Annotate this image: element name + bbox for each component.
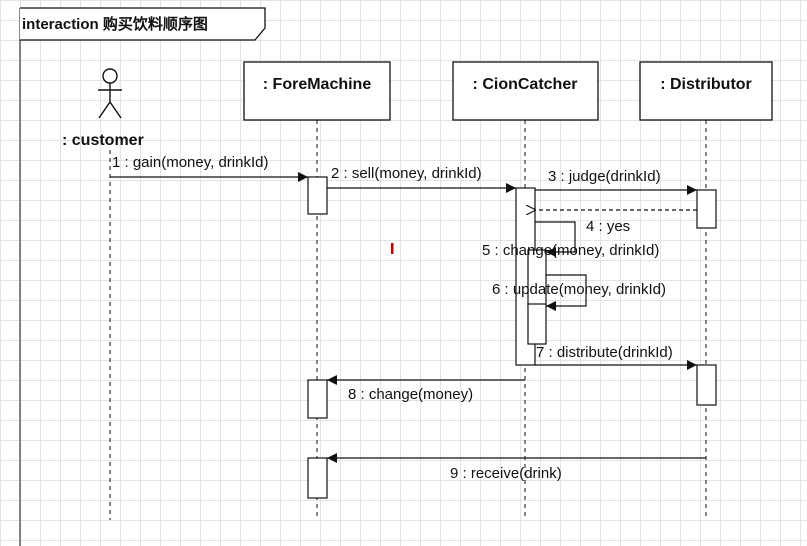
message-2[interactable]: 2 : sell(money, drinkId): [327, 165, 516, 193]
message-4[interactable]: 4 : yes: [536, 210, 697, 235]
lifeline-cioncatcher-label: : CionCatcher: [473, 76, 578, 93]
message-5[interactable]: 5 : change(money, drinkId): [482, 221, 659, 259]
activation-foremachine-3: [307, 457, 328, 499]
message-2-label: 2 : sell(money, drinkId): [331, 165, 482, 182]
activation-distributor-2: [696, 364, 717, 406]
interaction-frame: interaction 购买饮料顺序图: [19, 7, 266, 546]
message-6-label: 6 : update(money, drinkId): [492, 281, 666, 298]
actor-left-leg: [98, 101, 111, 119]
actor-customer[interactable]: : customer: [62, 68, 144, 149]
message-3[interactable]: 3 : judge(drinkId): [535, 168, 697, 195]
actor-right-leg: [109, 101, 122, 119]
lifeline-foremachine-label: : ForeMachine: [263, 76, 372, 93]
message-7[interactable]: 7 : distribute(drinkId): [535, 344, 697, 370]
frame-title: interaction 购买饮料顺序图: [22, 15, 208, 33]
frame-title-tab: [20, 7, 266, 41]
message-7-label: 7 : distribute(drinkId): [536, 344, 673, 361]
actor-head: [102, 68, 118, 84]
activation-foremachine-1: [307, 176, 328, 215]
message-6[interactable]: 6 : update(money, drinkId): [492, 274, 666, 311]
lifeline-distributor-head[interactable]: : Distributor: [639, 61, 773, 121]
message-5-self-arrow: [535, 221, 576, 257]
message-8[interactable]: 8 : change(money): [327, 375, 525, 403]
message-9-label: 9 : receive(drink): [450, 465, 562, 482]
message-6-self-arrow: [546, 274, 587, 311]
message-1-label: 1 : gain(money, drinkId): [112, 154, 268, 171]
message-5-label: 5 : change(money, drinkId): [482, 242, 659, 259]
lifeline-distributor-label: : Distributor: [660, 76, 752, 93]
message-8-label: 8 : change(money): [348, 386, 473, 403]
message-9[interactable]: 9 : receive(drink): [327, 453, 706, 482]
actor-label: : customer: [62, 132, 144, 149]
message-4-label: 4 : yes: [586, 218, 630, 235]
activation-foremachine-2: [307, 379, 328, 419]
text-cursor-icon: [391, 243, 394, 254]
message-3-label: 3 : judge(drinkId): [548, 168, 661, 185]
lifeline-cioncatcher-head[interactable]: : CionCatcher: [452, 61, 599, 121]
activation-cioncatcher-update: [527, 303, 547, 345]
lifeline-foremachine-head[interactable]: : ForeMachine: [243, 61, 391, 121]
message-1[interactable]: 1 : gain(money, drinkId): [110, 154, 308, 182]
activation-distributor-1: [696, 189, 717, 229]
